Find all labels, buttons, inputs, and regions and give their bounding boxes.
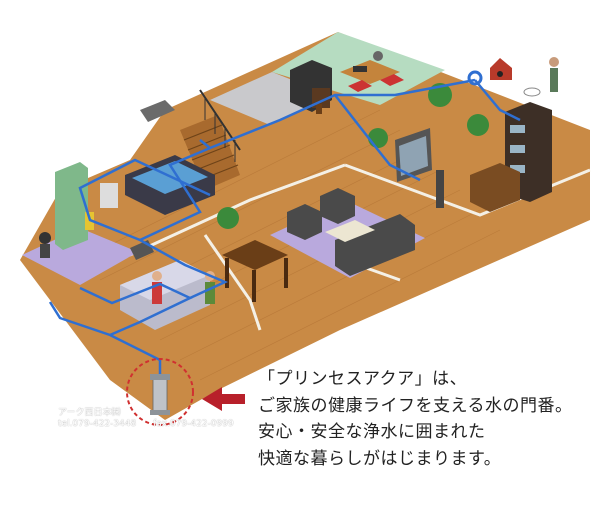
water-pipes	[48, 78, 521, 398]
tv-set	[395, 128, 444, 208]
company-contact: tel.079-422-3448 fax.079-422-0999	[58, 419, 234, 430]
water-filter-unit	[150, 374, 170, 415]
bathroom-floor	[22, 228, 138, 285]
tv-cabinet	[290, 60, 332, 112]
company-info: アーク西日本㈱ tel.079-422-3448 fax.079-422-099…	[58, 408, 234, 430]
arrow-left-icon	[202, 387, 245, 411]
water-hose	[467, 70, 483, 86]
highlight-circle	[126, 358, 194, 426]
caption-line-2: ご家族の健康ライフを支える水の門番。	[258, 395, 573, 416]
dining-table	[222, 240, 288, 302]
company-name: アーク西日本㈱	[58, 408, 121, 418]
potted-plants	[127, 83, 489, 229]
caption-line-3: 安心・安全な浄水に囲まれた	[258, 422, 486, 442]
company-tel: tel.079-422-3448	[58, 419, 137, 429]
doghouse	[490, 58, 512, 80]
wall-stub	[140, 100, 175, 122]
caption-text: 「プリンセスアクア」は、 ご家族の健康ライフを支える水の門番。 安心・安全な浄水…	[258, 366, 594, 472]
company-fax: fax.079-422-0999	[153, 419, 234, 429]
sofa-set	[287, 188, 415, 276]
lamp	[316, 104, 322, 114]
seated-person	[373, 51, 383, 61]
caption-line-4: 快適な暮らしがはじまります。	[258, 448, 502, 469]
desk	[470, 163, 520, 212]
washbasin	[55, 162, 118, 250]
low-table	[340, 60, 404, 92]
caption-line-1: 「プリンセスアクア」は、	[258, 369, 468, 389]
person-with-dog	[523, 57, 559, 97]
